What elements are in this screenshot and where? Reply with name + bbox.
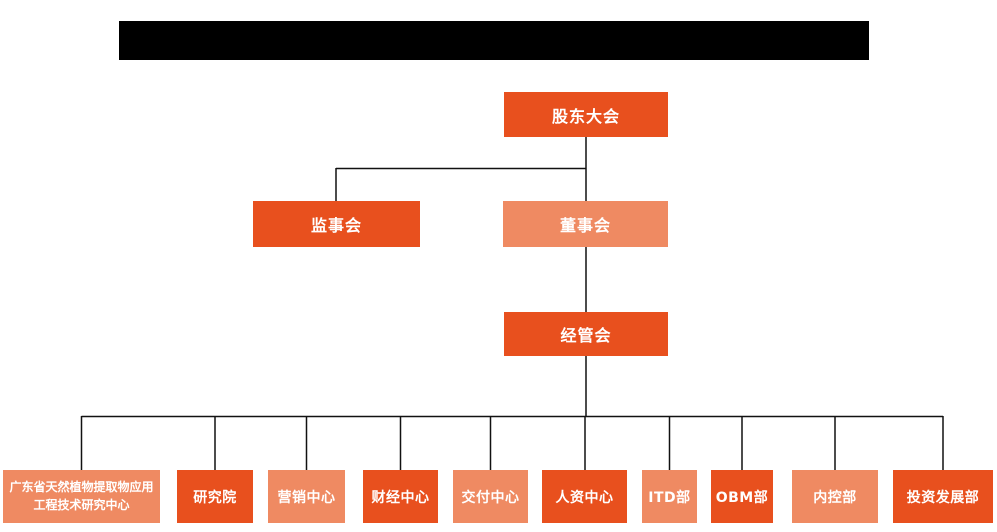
org-connector-path	[80, 137, 944, 470]
node-marketing-center: 营销中心	[268, 470, 345, 523]
node-research-institute: 研究院	[177, 470, 253, 523]
node-management-committee: 经管会	[504, 312, 668, 356]
node-delivery-center: 交付中心	[453, 470, 528, 523]
node-guangdong-research-center: 广东省天然植物提取物应用工程技术研究中心	[3, 470, 160, 523]
node-itd-dept: ITD部	[642, 470, 697, 523]
node-internal-control-dept: 内控部	[792, 470, 878, 523]
node-board-of-directors: 董事会	[503, 201, 668, 247]
node-supervisory-board: 监事会	[253, 201, 420, 247]
node-finance-center: 财经中心	[363, 470, 438, 523]
node-obm-dept: OBM部	[711, 470, 773, 523]
node-investment-development-dept: 投资发展部	[893, 470, 993, 523]
redacted-title-bar	[119, 21, 869, 60]
node-hr-center: 人资中心	[542, 470, 627, 523]
node-shareholders-meeting: 股东大会	[504, 92, 668, 137]
